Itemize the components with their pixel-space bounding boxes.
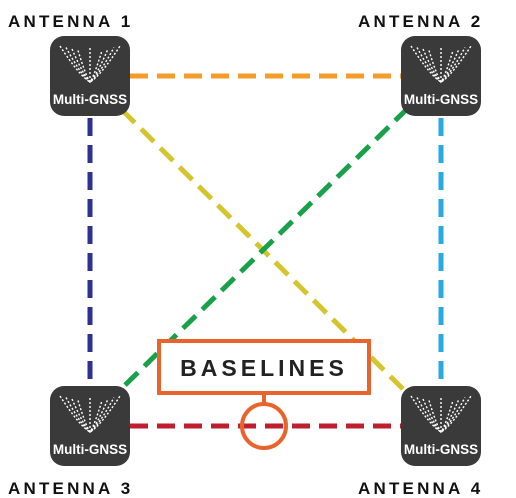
callout-box [157, 339, 371, 395]
signal-wave-arc [65, 397, 115, 433]
signal-waves-icon [410, 395, 472, 434]
signal-wave-arc [416, 47, 466, 83]
module-label: Multi-GNSS [404, 442, 478, 457]
antenna-1-module: Multi-GNSS [50, 36, 130, 116]
module-label: Multi-GNSS [53, 442, 127, 457]
antenna-2-label: ANTENNA 2 [358, 12, 483, 31]
antenna-1-label: ANTENNA 1 [8, 12, 133, 31]
signal-wave-arc [65, 47, 115, 83]
signal-waves-icon [59, 45, 121, 84]
antenna-3-label: ANTENNA 3 [8, 479, 133, 498]
signal-waves-icon [410, 45, 472, 84]
antenna-4-module: Multi-GNSS [401, 386, 481, 466]
antenna-4-label: ANTENNA 4 [358, 479, 483, 498]
signal-wave-arc [416, 397, 466, 433]
antenna-3-module: Multi-GNSS [50, 386, 130, 466]
signal-waves-icon [59, 395, 121, 434]
module-label: Multi-GNSS [53, 92, 127, 107]
callout-label: BASELINES [180, 355, 348, 381]
baselines-callout: BASELINES [157, 339, 371, 395]
antenna-2-module: Multi-GNSS [401, 36, 481, 116]
module-label: Multi-GNSS [404, 92, 478, 107]
